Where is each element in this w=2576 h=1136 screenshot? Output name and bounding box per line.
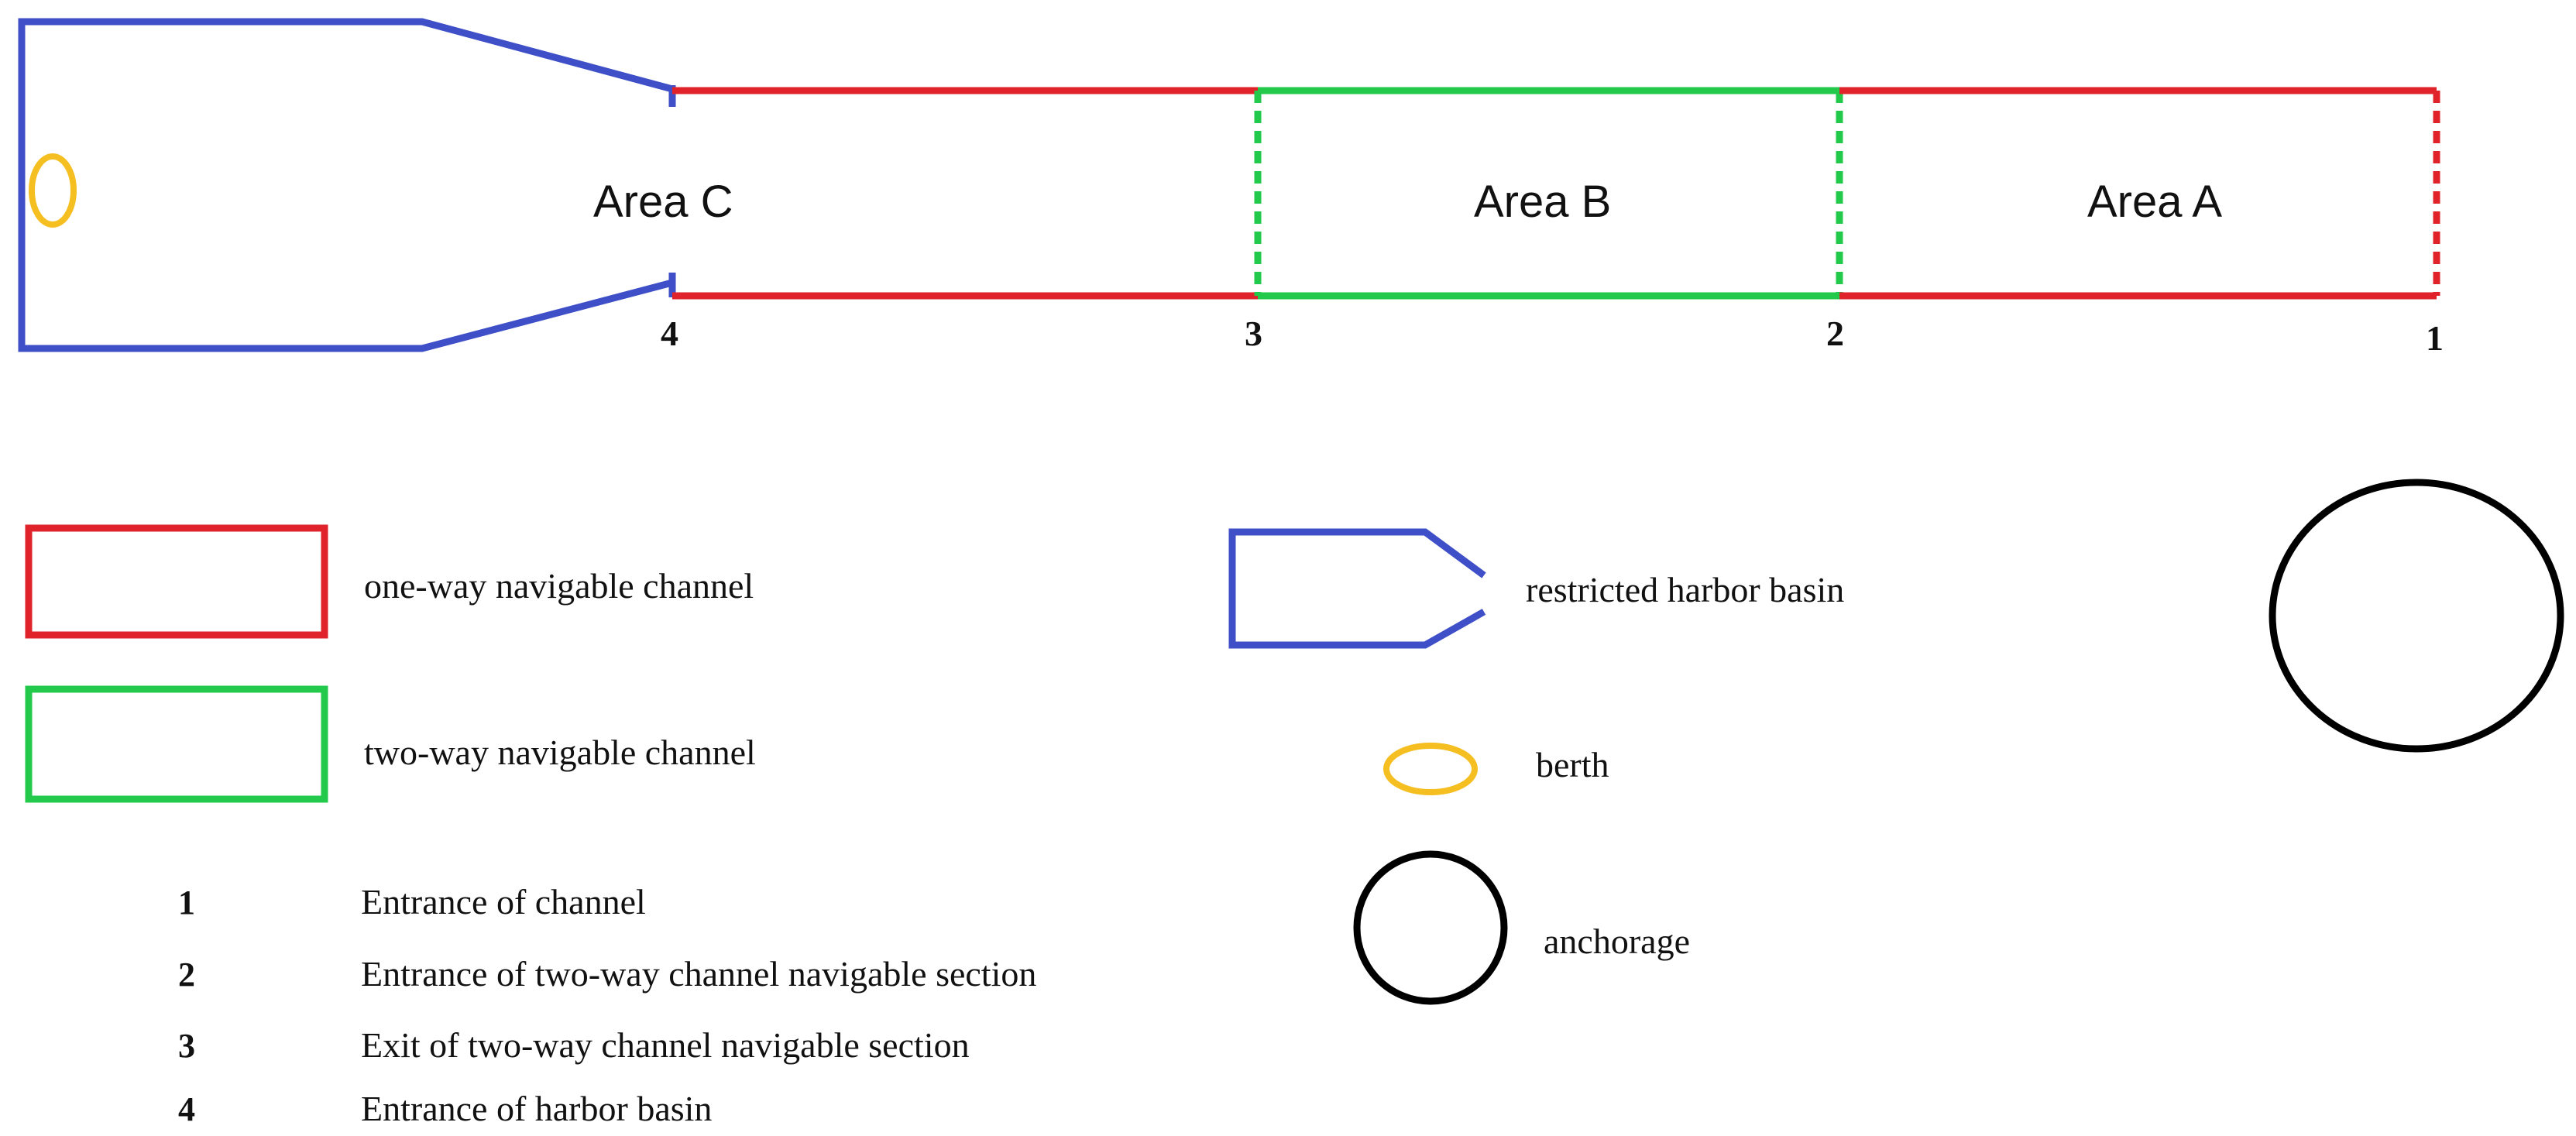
point-4-label: 4 xyxy=(661,314,678,353)
two-way-channel-label: two-way navigable channel xyxy=(364,733,756,772)
anchorage-circle-large xyxy=(2269,479,2564,753)
anchorage-label: anchorage xyxy=(1544,921,1690,961)
channel-map: Area C Area B Area A 4 3 2 1 xyxy=(18,18,2444,358)
key-desc-1: Entrance of channel xyxy=(361,882,646,921)
berth-marker xyxy=(29,153,77,228)
area-a-label: Area A xyxy=(2087,177,2222,227)
key-num-2: 2 xyxy=(178,956,195,994)
point-1-label: 1 xyxy=(2426,318,2444,358)
key-desc-4: Entrance of harbor basin xyxy=(361,1089,712,1128)
one-way-channel-label: one-way navigable channel xyxy=(364,566,754,606)
harbor-basin-outline xyxy=(18,18,674,352)
berth-label: berth xyxy=(1536,745,1609,784)
key-desc-3: Exit of two-way channel navigable sectio… xyxy=(361,1025,970,1065)
anchorage-swatch xyxy=(1353,850,1508,1005)
point-3-label: 3 xyxy=(1245,314,1262,353)
one-way-channel-swatch xyxy=(25,524,328,639)
legend: one-way navigable channel two-way naviga… xyxy=(25,479,2564,1005)
berth-swatch xyxy=(1383,743,1478,795)
two-way-channel-swatch xyxy=(25,685,328,803)
key-num-4: 4 xyxy=(178,1090,195,1128)
harbor-basin-swatch xyxy=(1228,528,1486,649)
area-c-label: Area C xyxy=(593,177,733,227)
key-desc-2: Entrance of two-way channel navigable se… xyxy=(361,954,1036,994)
area-b-label: Area B xyxy=(1474,177,1611,227)
point-2-label: 2 xyxy=(1826,314,1844,353)
key-num-1: 1 xyxy=(178,884,195,921)
harbor-basin-label: restricted harbor basin xyxy=(1526,570,1844,609)
key-num-3: 3 xyxy=(178,1027,195,1065)
point-key: 1 Entrance of channel 2 Entrance of two-… xyxy=(178,882,1036,1128)
